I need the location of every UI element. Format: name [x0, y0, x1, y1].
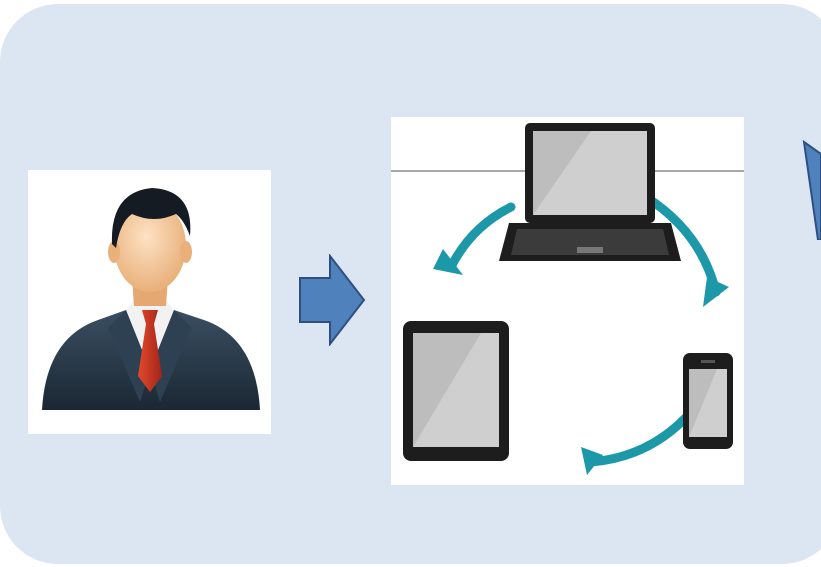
- device-sync-cycle-icon: [391, 123, 744, 475]
- user-node: [28, 170, 271, 434]
- smartphone-icon: [683, 353, 733, 449]
- down-arrow-icon: [802, 140, 821, 240]
- right-arrow-icon: [299, 254, 366, 346]
- devices-node: [391, 117, 744, 485]
- laptop-icon: [499, 123, 681, 261]
- tablet-icon: [403, 321, 509, 461]
- businessman-icon: [42, 188, 260, 410]
